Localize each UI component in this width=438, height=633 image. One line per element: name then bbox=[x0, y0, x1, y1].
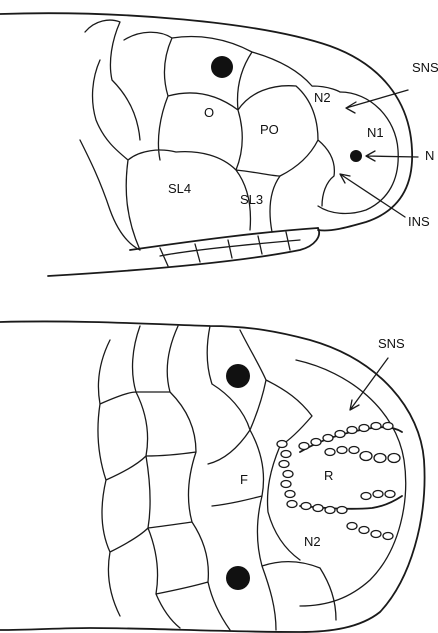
eye-dot-lower bbox=[226, 566, 250, 590]
label-n2-bottom: N2 bbox=[304, 534, 321, 549]
label-sl4: SL4 bbox=[168, 181, 191, 196]
label-r: R bbox=[324, 468, 333, 483]
label-n: N bbox=[425, 148, 434, 163]
label-sns-bottom: SNS bbox=[378, 336, 405, 351]
head-scales-lateral bbox=[80, 20, 340, 250]
arrow-n bbox=[366, 151, 418, 161]
dorsal-snout-contour bbox=[296, 360, 406, 606]
label-n2-top: N2 bbox=[314, 90, 331, 105]
nostril-dot bbox=[350, 150, 362, 162]
dorsal-head-outline bbox=[0, 321, 425, 632]
label-po: PO bbox=[260, 122, 279, 137]
label-sl3: SL3 bbox=[240, 192, 263, 207]
arrow-sns-bottom bbox=[350, 358, 388, 410]
label-sns-top: SNS bbox=[412, 60, 438, 75]
rostral-beads bbox=[277, 423, 400, 540]
eye-dot-upper bbox=[226, 364, 250, 388]
label-ins: INS bbox=[408, 214, 430, 229]
head-scales-dorsal bbox=[98, 326, 336, 630]
label-n1: N1 bbox=[367, 125, 384, 140]
label-o: O bbox=[204, 105, 214, 120]
dorsal-view-panel: SNS F R N2 bbox=[0, 321, 425, 632]
arrow-ins bbox=[340, 174, 405, 217]
eye-dot bbox=[211, 56, 233, 78]
label-f: F bbox=[240, 472, 248, 487]
head-outline-upper bbox=[0, 13, 412, 230]
lateral-view-panel: O PO N2 N1 SL4 SL3 SNS N INS bbox=[0, 13, 438, 276]
